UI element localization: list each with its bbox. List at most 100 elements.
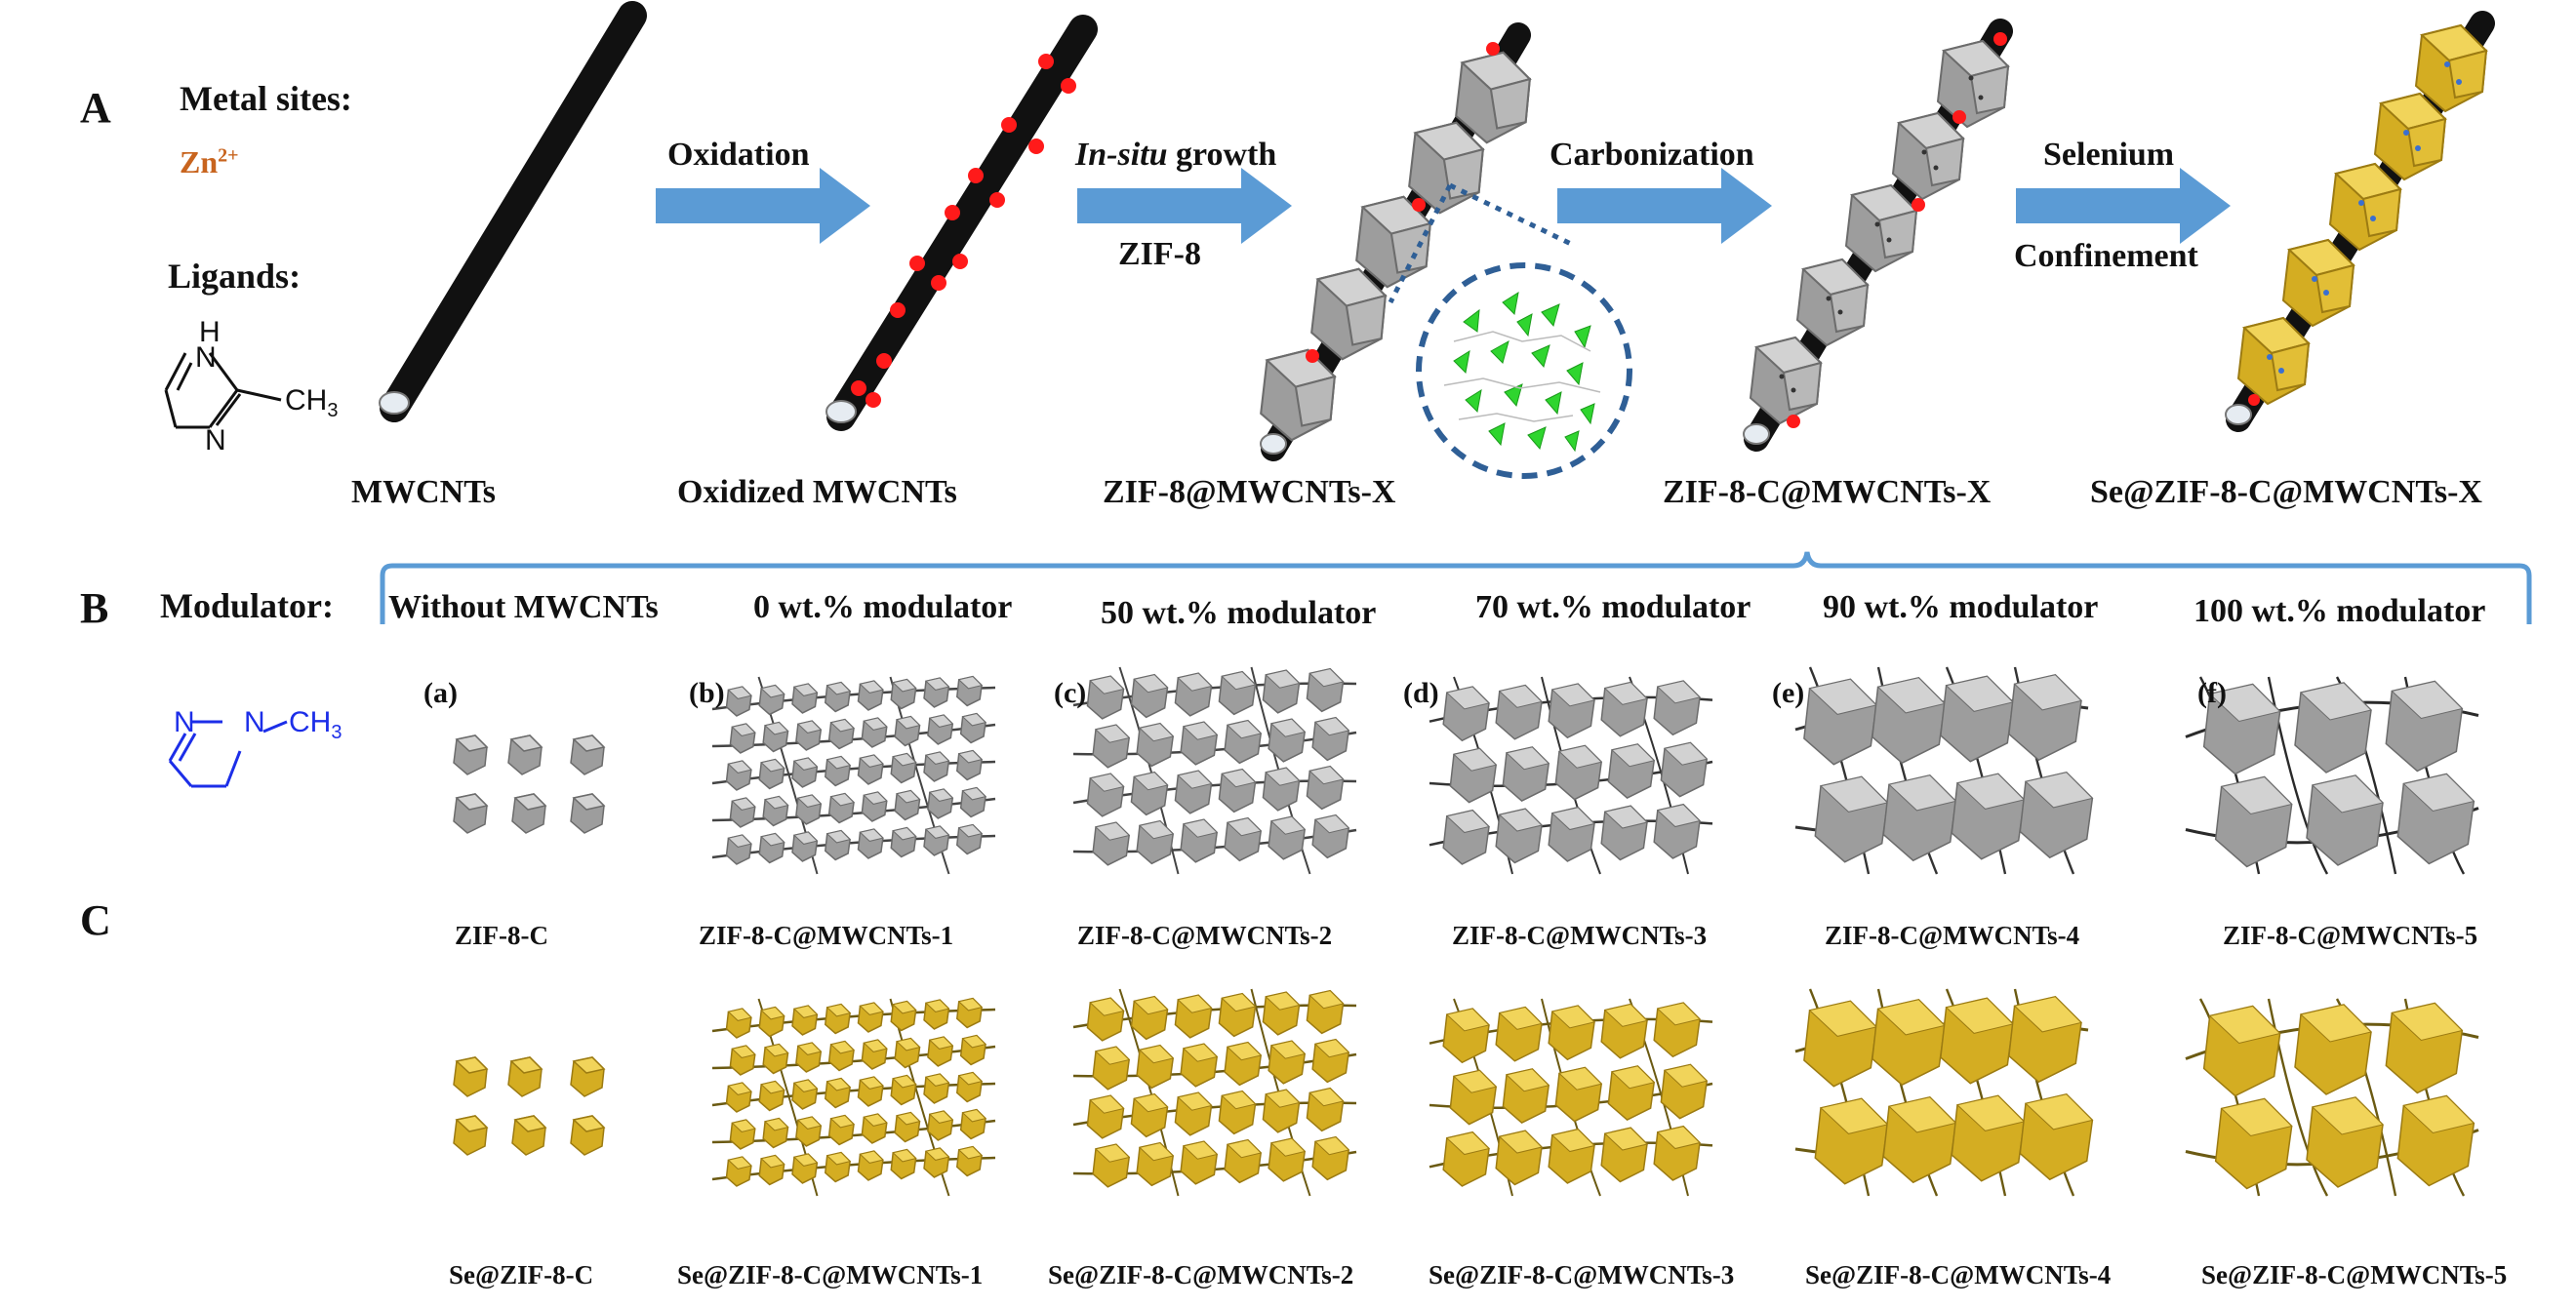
ligand-ch3-label: CH3 — [285, 384, 339, 421]
sublabel-d: (d) — [1403, 677, 1439, 709]
composite-panel-c — [1072, 666, 1357, 875]
caption-se-zif8c: Se@ZIF-8-C — [449, 1260, 594, 1289]
polyhedron-facet — [1221, 671, 1257, 691]
polyhedron-facet — [859, 1076, 884, 1090]
polyhedron-facet — [896, 790, 921, 804]
polyhedron-facet — [792, 1079, 819, 1092]
label-se-zif8c-mwcnts-x: Se@ZIF-8-C@MWCNTs-X — [2090, 474, 2482, 510]
polyhedron-facet — [1557, 744, 1603, 769]
polyhedron-facet — [764, 1118, 789, 1131]
condition-50-wt: 50 wt.% modulator — [1101, 595, 1377, 631]
polyhedron-facet — [2024, 772, 2094, 809]
polyhedron-facet — [1498, 1007, 1543, 1030]
se-composite-panel-b — [711, 997, 996, 1197]
selenium-arrow — [2016, 168, 2231, 244]
polyhedron-facet — [2391, 680, 2464, 720]
polyhedron-facet — [957, 824, 984, 838]
caption-zif8c-mwcnts-2: ZIF-8-C@MWCNTs-2 — [1077, 921, 1333, 950]
metal-sites-label: Metal sites: — [180, 79, 352, 118]
caption-se-zif8c-mwcnts-1: Se@ZIF-8-C@MWCNTs-1 — [677, 1260, 984, 1289]
polyhedron-facet — [796, 720, 823, 734]
polyhedron-facet — [924, 677, 950, 691]
polyhedron-facet — [1313, 717, 1350, 736]
polyhedron-facet — [892, 827, 917, 841]
polyhedron-facet — [2402, 1094, 2475, 1134]
label-oxidized-mwcnts: Oxidized MWCNTs — [677, 474, 957, 510]
polyhedron-facet — [1269, 815, 1307, 835]
polyhedron-facet — [1133, 996, 1169, 1015]
sublabel-e: (e) — [1772, 677, 1805, 709]
polyhedron-facet — [825, 830, 852, 844]
polyhedron-facet — [957, 676, 984, 690]
polyhedron-facet — [924, 751, 950, 765]
polyhedron-facet — [2208, 1005, 2281, 1045]
se-composite-panel-c — [1072, 988, 1357, 1197]
ligand-nh-label: H — [199, 316, 221, 348]
polyhedron-facet — [924, 825, 950, 839]
polyhedron-facet — [957, 998, 984, 1012]
mwcnt-illustration — [379, 1, 647, 422]
polyhedron-facet — [1221, 993, 1257, 1012]
modulator-structure — [168, 720, 288, 788]
polyhedron-facet — [1089, 675, 1125, 694]
polyhedron-facet — [1089, 1094, 1125, 1114]
polyhedron-facet — [829, 719, 856, 733]
polyhedron-facet — [760, 1007, 785, 1020]
polyhedron-facet — [1265, 669, 1301, 689]
polyhedron-facet — [1663, 1063, 1709, 1088]
polyhedron-facet — [1226, 1042, 1263, 1061]
polyhedron-facet — [1133, 772, 1169, 791]
polyhedron-facet — [1656, 1126, 1701, 1150]
polyhedron-facet — [859, 680, 884, 694]
polyhedron-facet — [1265, 991, 1301, 1011]
caption-zif8c-mwcnts-4: ZIF-8-C@MWCNTs-4 — [1825, 921, 2080, 950]
polyhedron-facet — [760, 833, 785, 847]
polyhedron-facet — [1656, 1002, 1701, 1026]
polyhedron-facet — [1221, 1091, 1257, 1110]
polyhedron-facet — [1610, 743, 1656, 768]
polyhedron-facet — [829, 1115, 856, 1129]
sublabel-c: (c) — [1054, 677, 1087, 709]
polyhedron-facet — [961, 787, 987, 801]
composite-panel-f — [2185, 676, 2479, 875]
polyhedron-facet — [1557, 1066, 1603, 1091]
polyhedron-facet — [2220, 1097, 2293, 1137]
polyhedron-facet — [792, 1005, 819, 1018]
polyhedron-facet — [1550, 1005, 1595, 1029]
polyhedron-facet — [1663, 741, 1709, 766]
polyhedron-facet — [727, 1082, 752, 1095]
selenium-label: Selenium — [2043, 137, 2175, 173]
zif8c-mwcnt-illustration — [1743, 19, 2013, 452]
polyhedron-facet — [1603, 1127, 1648, 1151]
polyhedron-facet — [1610, 1065, 1656, 1090]
polyhedron-facet — [1313, 1136, 1350, 1156]
panel-label-a: A — [80, 84, 111, 132]
se-zif8c-mwcnt-illustration — [2225, 11, 2495, 432]
polyhedron-facet — [2299, 682, 2372, 721]
polyhedron-facet — [1308, 766, 1345, 785]
composite-panel-d — [1429, 676, 1713, 875]
polyhedron-facet — [731, 797, 756, 811]
polyhedron-facet — [796, 1116, 823, 1130]
polyhedron-facet — [1313, 814, 1350, 834]
polyhedron-facet — [727, 834, 752, 848]
oxidized-mwcnt-illustration — [825, 15, 1098, 431]
ligands-label: Ligands: — [168, 257, 302, 296]
polyhedron-facet — [1094, 724, 1131, 743]
caption-zif8c: ZIF-8-C — [455, 921, 548, 950]
polyhedron-facet — [727, 1008, 752, 1021]
polyhedron-facet — [1445, 810, 1490, 834]
confinement-label: Confinement — [2014, 238, 2198, 274]
fiber — [711, 686, 996, 711]
polyhedron-facet — [863, 1113, 888, 1127]
polyhedron-facet — [1656, 804, 1701, 828]
polyhedron-facet — [1094, 821, 1131, 841]
condition-100-wt: 100 wt.% modulator — [2194, 593, 2486, 629]
polyhedron-facet — [1445, 686, 1490, 710]
polyhedron-facet — [1269, 1137, 1307, 1157]
polyhedron-facet — [1226, 817, 1263, 837]
polyhedron-facet — [863, 717, 888, 731]
polyhedron-facet — [760, 1081, 785, 1094]
